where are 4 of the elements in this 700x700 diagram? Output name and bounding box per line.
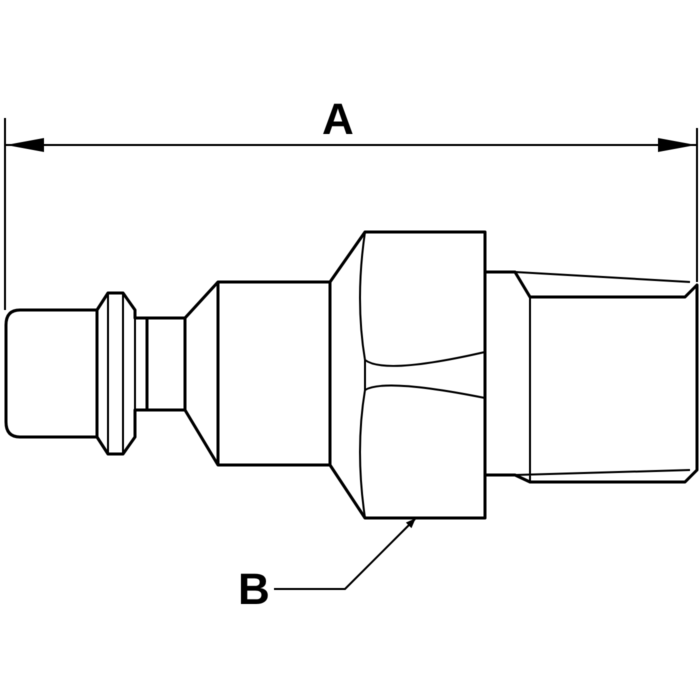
hex-nut-drawing [328,230,486,520]
dimension-label: A [322,98,354,142]
callout-letter: B [238,568,270,612]
leader-line [274,518,416,590]
